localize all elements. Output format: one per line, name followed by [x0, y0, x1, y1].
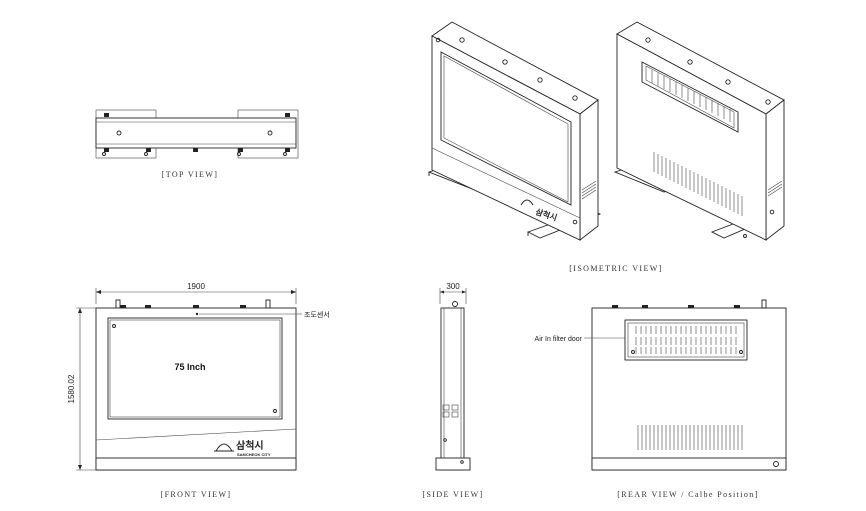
top-view-caption: [TOP VIEW]	[162, 170, 219, 179]
front-width-dimension: 1900	[187, 282, 205, 291]
front-height-dimension: 1580.02	[67, 374, 76, 403]
isometric-rear-unit	[613, 21, 785, 241]
filter-door-label: Air In filter door	[535, 336, 583, 343]
sensor-label: 조도센서	[304, 310, 330, 319]
logo-subtext: SAMCHEOK CITY	[237, 452, 271, 457]
screen-size-label: 75 Inch	[174, 362, 205, 372]
side-view-caption: [SIDE VIEW]	[422, 490, 483, 499]
isometric-view-caption: [ISOMETRIC VIEW]	[569, 264, 663, 273]
isometric-front-unit: 삼척시	[427, 21, 602, 241]
side-view: 300 [SIDE VIEW]	[422, 282, 483, 499]
front-logo: 삼척시 SAMCHEOK CITY	[214, 439, 271, 457]
front-view: 1900 1580.02 조도센서 75 Inch	[67, 282, 330, 499]
rear-view-caption: [REAR VIEW / Calbe Position]	[617, 490, 759, 499]
side-depth-dimension: 300	[446, 282, 460, 291]
top-view: [TOP VIEW]	[95, 109, 299, 179]
rear-view: Air In filter door [REAR VIEW / Calbe Po…	[535, 299, 787, 499]
logo-text: 삼척시	[236, 439, 264, 452]
front-view-caption: [FRONT VIEW]	[161, 490, 232, 499]
